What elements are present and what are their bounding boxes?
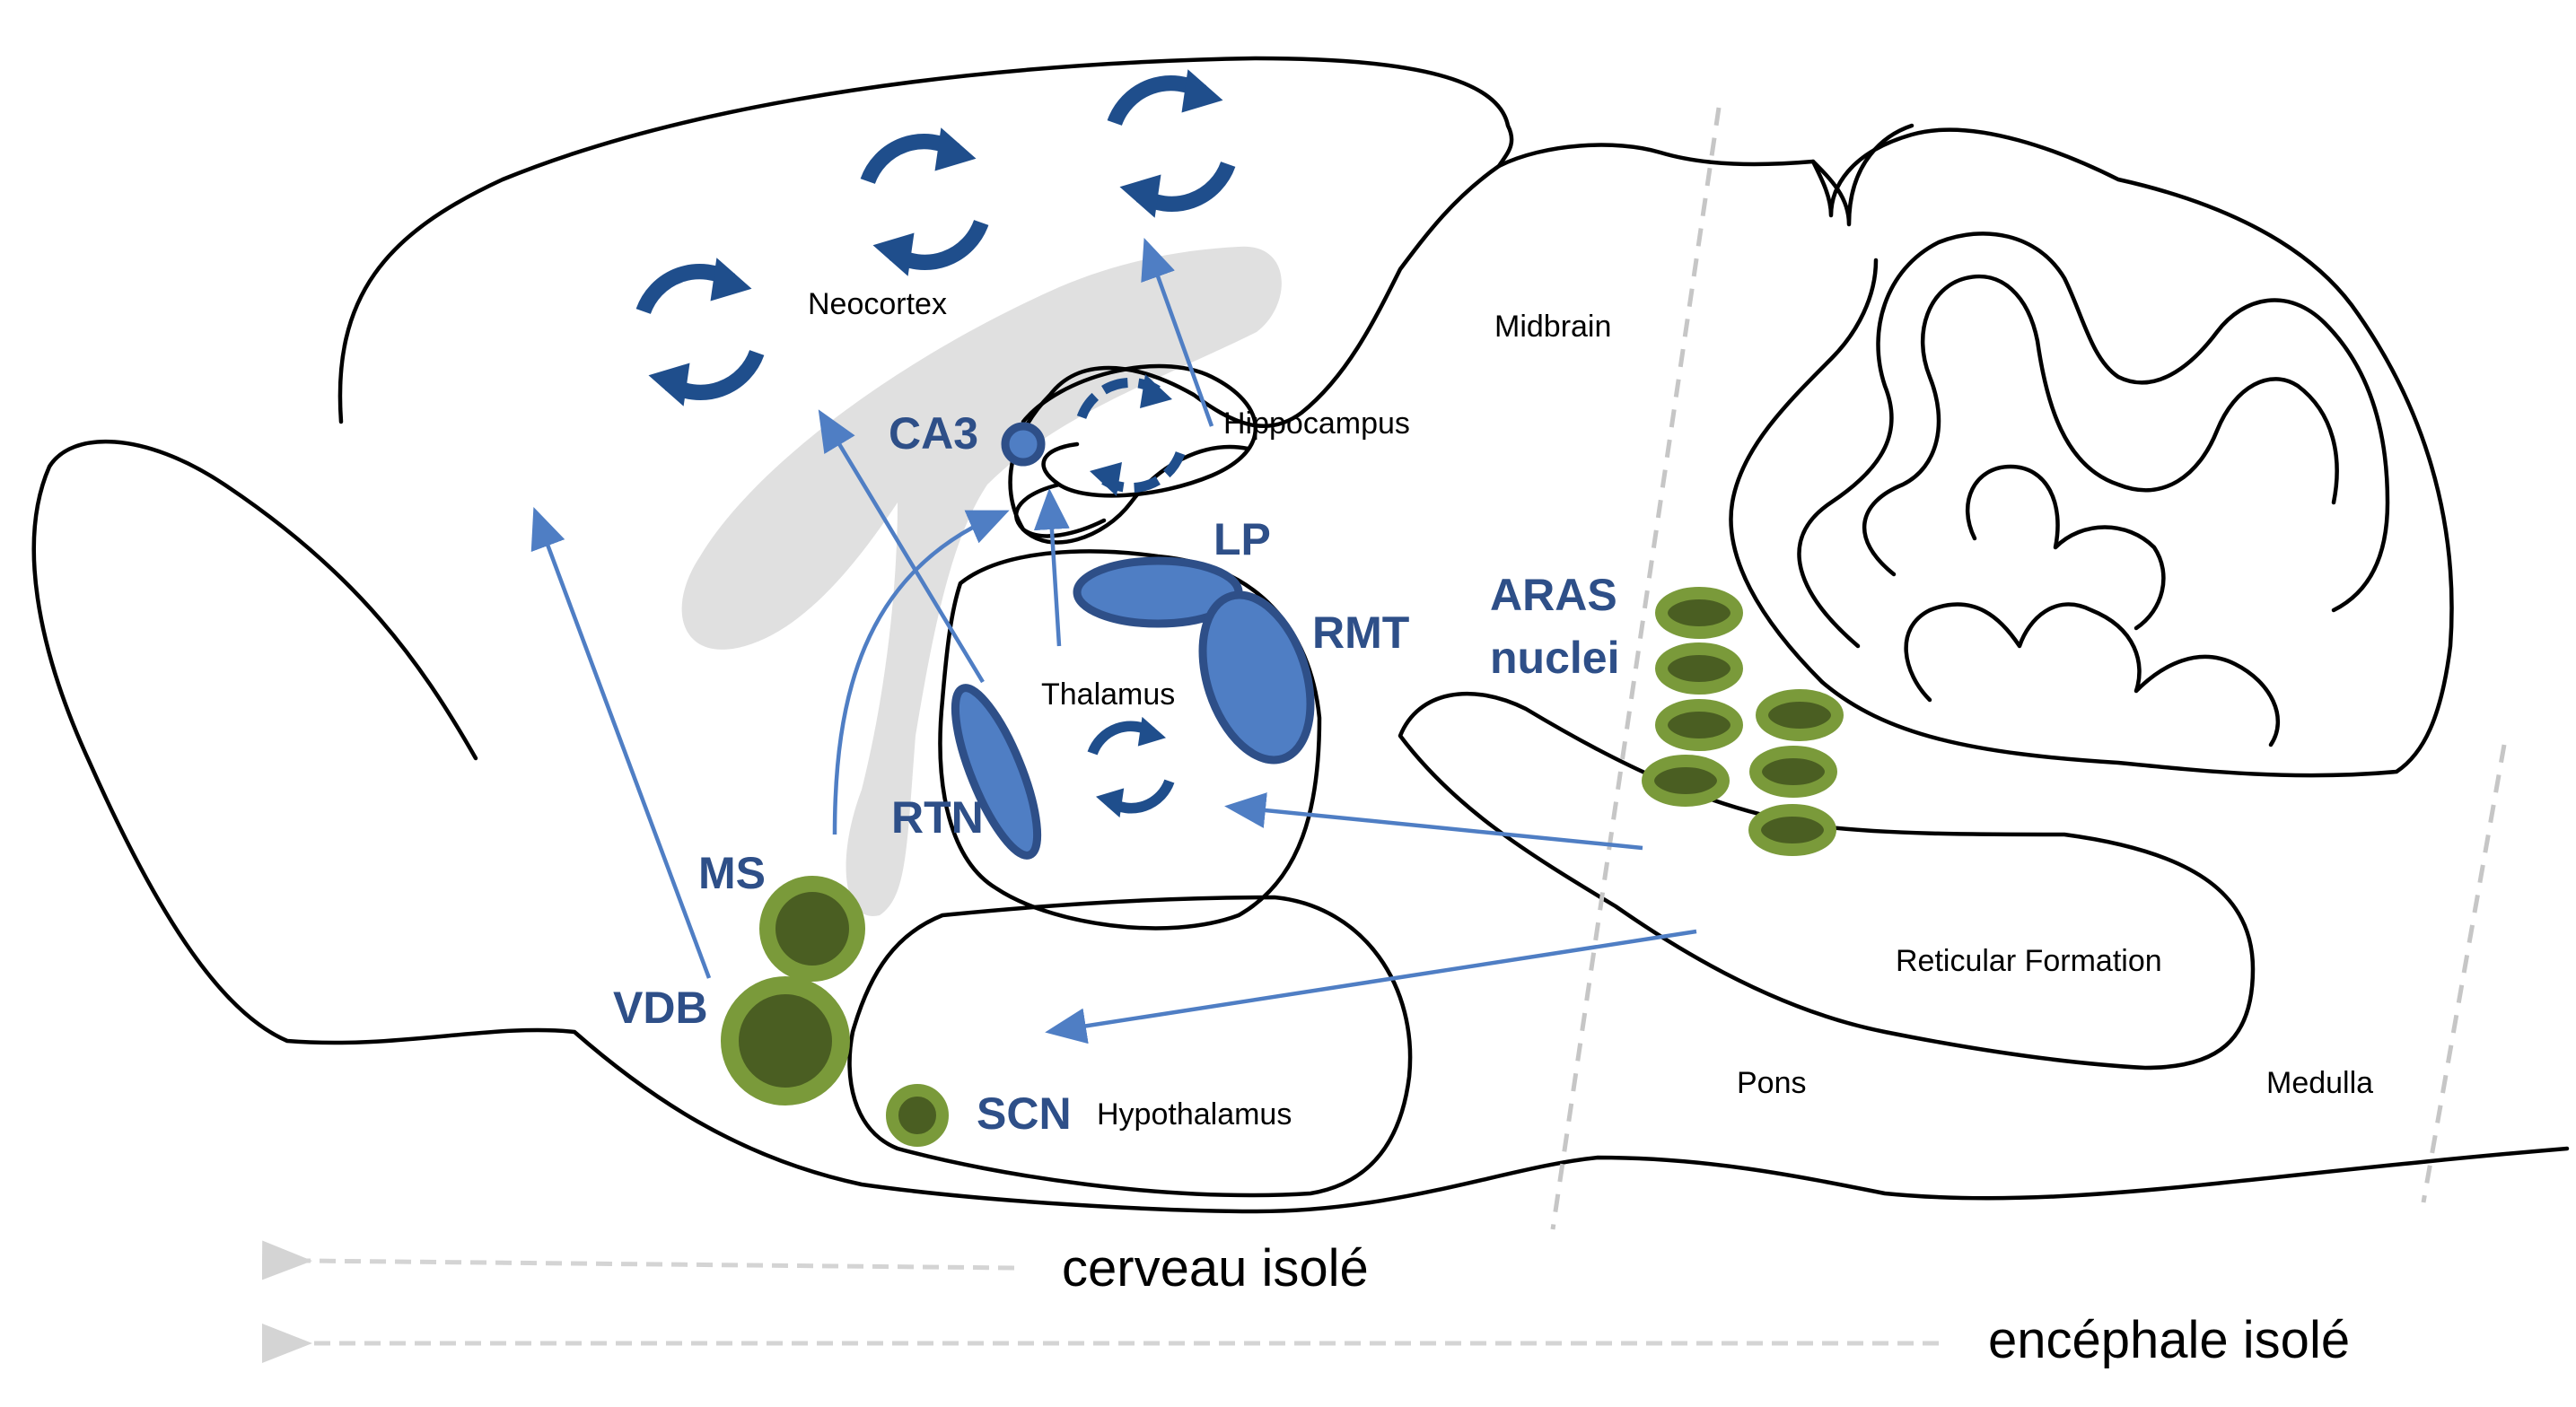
arrow-reticular-hypothalamus (1045, 929, 1697, 1044)
hippocampus-outline (1021, 363, 1257, 498)
rmt-nucleus (1198, 590, 1315, 765)
vdb-nucleus (721, 976, 850, 1106)
label-cerveau-isole: cerveau isolé (1062, 1239, 1369, 1298)
label-aras-nuclei: nuclei (1490, 633, 1619, 683)
label-vdb: VDB (613, 983, 708, 1033)
label-hippocampus: Hippocampus (1223, 406, 1410, 441)
ms-nucleus (759, 876, 865, 982)
rtn-nucleus (951, 684, 1042, 860)
cerebellum-outline (1729, 127, 2454, 778)
label-rmt: RMT (1312, 607, 1409, 658)
cycle-icon (1092, 717, 1170, 817)
label-encephale-isole: encéphale isolé (1988, 1311, 2350, 1369)
arrow-aras-thalamus (1224, 792, 1643, 851)
arrow-hippocampus-cortex (1141, 237, 1214, 427)
aras-nuclei-group (1642, 587, 1844, 856)
cycle-icon (644, 258, 758, 406)
cerebellum-folia-low (1904, 602, 2281, 747)
cycle-icon (1115, 69, 1229, 218)
arrow-ms-hippocampus (832, 510, 1010, 835)
cerveau-isole-arrow (261, 1240, 1015, 1280)
cerebellum-folia-inner (1862, 274, 2339, 577)
thalamus-outline (938, 549, 1322, 931)
arrow-thalamus-hippocampus (1033, 488, 1070, 647)
midbrain-outline (1496, 123, 1914, 227)
reticular-formation-outline (1398, 691, 2256, 1071)
label-pons: Pons (1737, 1066, 1807, 1100)
arrow-rtn-cortex (818, 409, 985, 684)
cerebellum-folia (1797, 232, 2390, 649)
hippocampus-lower (1014, 482, 1107, 538)
hypothalamus-outline (847, 895, 1413, 1198)
cycle-icon (868, 127, 982, 276)
ca3-nucleus (1001, 422, 1046, 467)
cerebellum-folia-2 (1965, 464, 2166, 631)
label-lp: LP (1214, 514, 1271, 564)
label-scn: SCN (977, 1088, 1072, 1139)
label-thalamus: Thalamus (1041, 677, 1175, 712)
label-rtn: RTN (891, 792, 984, 843)
transection-line-medulla (2421, 744, 2507, 1203)
label-hypothalamus: Hypothalamus (1097, 1097, 1292, 1132)
label-medulla: Medulla (2266, 1066, 2373, 1100)
hippocampus-shadow (681, 246, 1282, 916)
label-ca3: CA3 (889, 408, 978, 459)
label-neocortex: Neocortex (808, 287, 947, 321)
arrow-vdb-cortex (530, 507, 712, 979)
cycle-icon-dashed (1076, 374, 1186, 496)
label-ms: MS (698, 848, 766, 898)
label-midbrain: Midbrain (1494, 310, 1611, 344)
scn-nucleus (886, 1084, 949, 1147)
brain-outline (31, 439, 2570, 1214)
label-reticular-formation: Reticular Formation (1896, 944, 2162, 978)
transection-line-midbrain (1550, 107, 1722, 1230)
label-aras: ARAS (1490, 570, 1617, 620)
